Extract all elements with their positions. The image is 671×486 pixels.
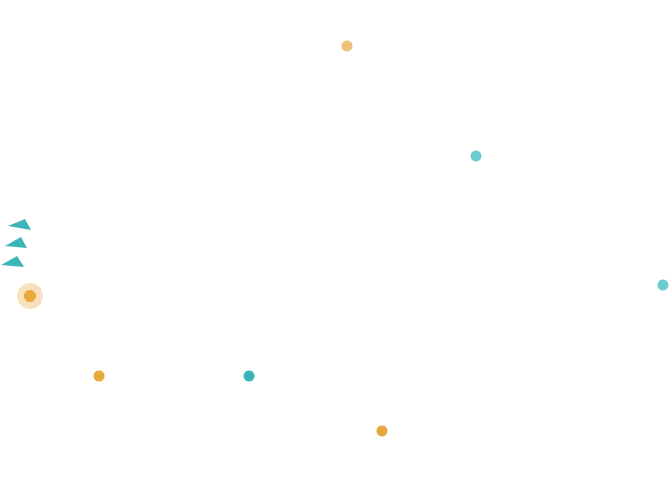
- triangle-pointer-icon[interactable]: [5, 237, 27, 248]
- orange-dot-selected[interactable]: [17, 283, 43, 309]
- teal-dot[interactable]: [657, 279, 669, 291]
- orange-dot[interactable]: [376, 425, 388, 437]
- orange-dot[interactable]: [93, 370, 105, 382]
- pointer-group[interactable]: [1, 219, 31, 267]
- orange-dot[interactable]: [341, 40, 353, 52]
- triangle-pointer-icon[interactable]: [8, 219, 31, 230]
- teal-dot[interactable]: [243, 370, 255, 382]
- triangle-pointer-icon[interactable]: [1, 256, 24, 267]
- teal-dot[interactable]: [470, 150, 482, 162]
- orange-dot[interactable]: [24, 290, 36, 302]
